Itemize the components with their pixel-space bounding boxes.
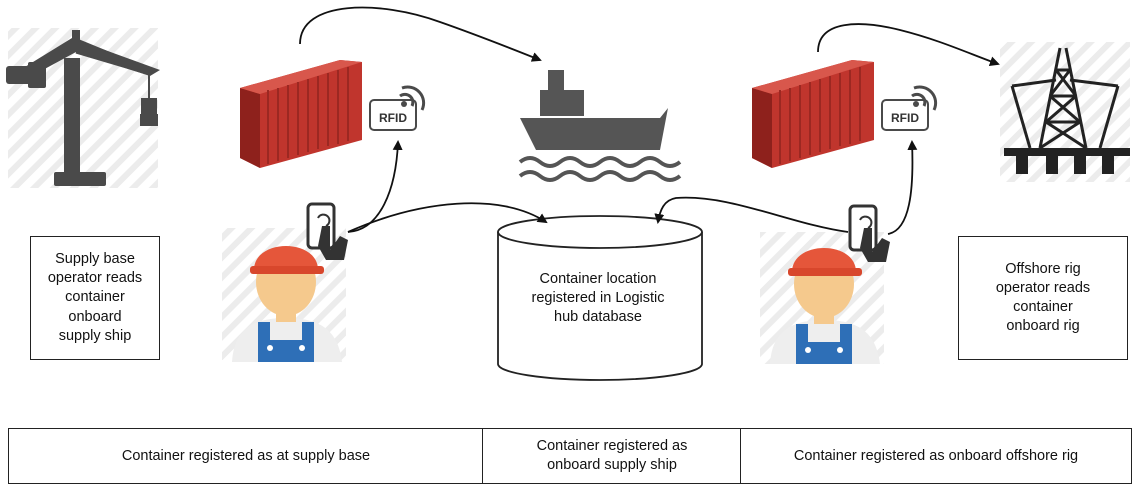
arrow-right-phone-to-database bbox=[654, 196, 849, 233]
cargo-container-left-icon bbox=[240, 60, 362, 168]
crane-icon bbox=[6, 28, 160, 188]
flow-arrows bbox=[299, 6, 1000, 235]
database-icon bbox=[497, 215, 703, 381]
rfid-left-label: RFID bbox=[379, 111, 407, 125]
rfid-tag-left-icon: RFID bbox=[369, 85, 426, 131]
arrow-container-to-rig bbox=[817, 23, 1000, 67]
arrow-left-phone-to-database bbox=[347, 202, 548, 233]
stage-supply-base: Container registered as at supply base bbox=[8, 428, 484, 484]
database-label: Container location registered in Logisti… bbox=[531, 271, 665, 325]
rfid-right-label: RFID bbox=[891, 111, 919, 125]
stage-offshore-rig: Container registered as onboard offshore… bbox=[740, 428, 1132, 484]
arrow-left-phone-to-rfid bbox=[347, 140, 403, 233]
stage-supply-ship: Container registered as onboard supply s… bbox=[482, 428, 742, 484]
worker-right-icon bbox=[760, 232, 884, 364]
arrow-container-to-ship bbox=[299, 6, 542, 62]
arrow-right-phone-to-rfid bbox=[887, 140, 918, 235]
phone-scan-left-icon bbox=[306, 202, 348, 260]
rfid-tag-right-icon: RFID bbox=[881, 85, 938, 131]
cargo-ship-icon bbox=[518, 70, 682, 182]
supply-base-operator-note: Supply base operator reads container onb… bbox=[30, 236, 160, 360]
phone-scan-right-icon bbox=[848, 204, 890, 262]
cargo-container-right-icon bbox=[752, 60, 874, 168]
offshore-rig-operator-note: Offshore rig operator reads container on… bbox=[958, 236, 1128, 360]
offshore-rig-icon bbox=[1000, 42, 1130, 182]
